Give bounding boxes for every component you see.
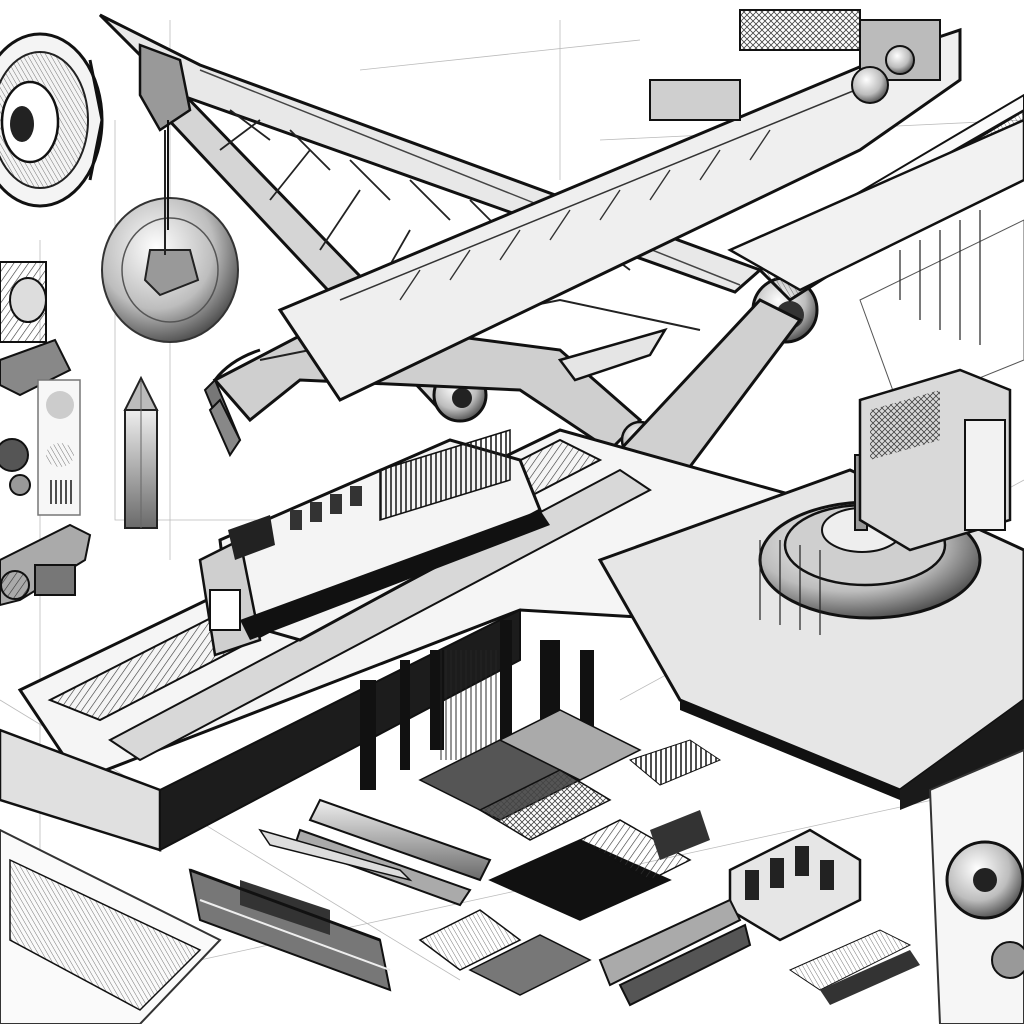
- gear-wheel-top-left: [0, 32, 104, 208]
- bar-set-bottom: [598, 898, 752, 1007]
- rod-stack: [258, 798, 492, 907]
- cylinder-bolt: [123, 375, 159, 529]
- bolt-clamps: [650, 810, 862, 942]
- upper-bridge-structure: [277, 9, 962, 402]
- curved-arrow: [208, 348, 261, 458]
- gear-cluster-left: [0, 438, 31, 496]
- bottom-left-panel: [0, 828, 222, 1024]
- piston-part-left: [0, 523, 92, 607]
- disc-pulley: [101, 130, 239, 343]
- gear-panel-bottom-right: [928, 748, 1024, 1024]
- right-trackway: [727, 118, 1024, 411]
- side-panel-left: [37, 379, 81, 516]
- material-swatches: [418, 709, 692, 996]
- motor-assembly-left: [0, 261, 72, 397]
- steel-beams-bundle: [188, 868, 392, 992]
- striped-swatches-right: [628, 739, 920, 1005]
- turntable-mechanism: [597, 454, 1024, 810]
- control-machinery: [858, 368, 1012, 552]
- locomotive: [198, 428, 550, 657]
